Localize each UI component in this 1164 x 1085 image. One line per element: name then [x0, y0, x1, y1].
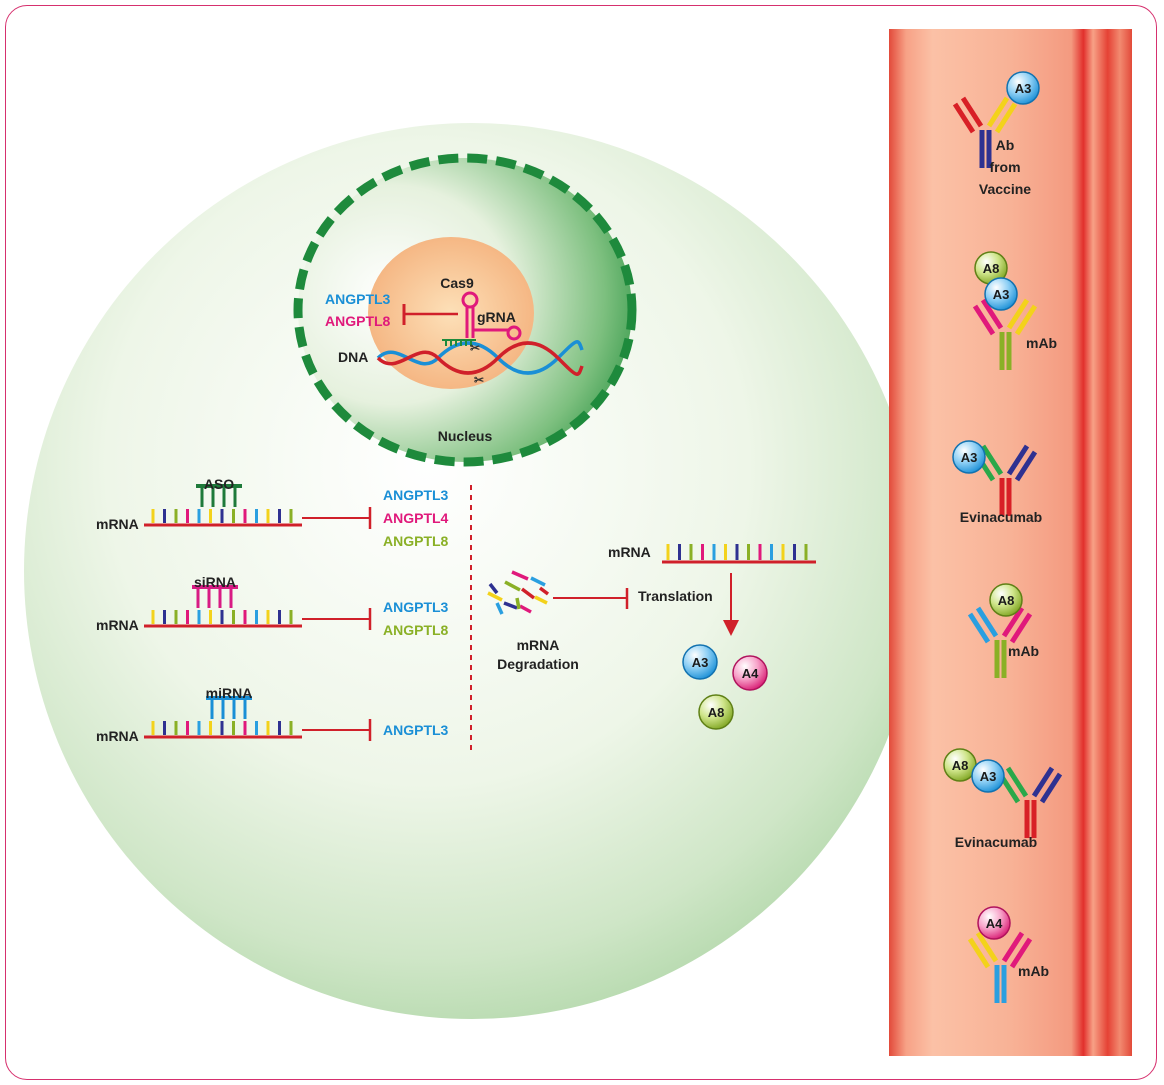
antigen-label: A8 [952, 758, 969, 773]
antibody-icon [972, 444, 1038, 516]
scissors-icon: ✂ [474, 373, 484, 387]
cas9-label: Cas9 [440, 275, 474, 291]
antibody-icon [967, 931, 1033, 1003]
antigen-ball [984, 277, 1018, 311]
antibody-group: A8 mAb [967, 583, 1039, 678]
translation-mrna-label: mRNA [608, 544, 651, 560]
mrna-label: mRNA [96, 617, 139, 633]
mrna-fragment [538, 586, 550, 596]
rna-agent-icon [192, 585, 238, 608]
figure-frame [5, 5, 1157, 1080]
mrna-fragment [534, 595, 548, 605]
mrna-fragment [515, 597, 521, 610]
rna-therapy-row: mRNA miRNA ANGPTL3 [96, 685, 449, 744]
antibody-label: Evinacumab [955, 834, 1037, 850]
antibody-label: Vaccine [979, 181, 1031, 197]
antibody-label: mAb [1026, 335, 1057, 351]
mrna-label: mRNA [96, 516, 139, 532]
antibody-icon [952, 96, 1018, 168]
antibody-label: from [989, 159, 1020, 175]
mrna-fragment [495, 602, 504, 615]
mrna-label: mRNA [96, 728, 139, 744]
protein-ball [682, 644, 718, 680]
antigen-ball [971, 759, 1005, 793]
antigen-label: A8 [998, 593, 1015, 608]
antigen-label: A4 [986, 916, 1003, 931]
gene-target-label: ANGPTL3 [383, 722, 449, 738]
nuclear-envelope [293, 153, 637, 467]
mrna-fragment [503, 601, 518, 610]
nucleus-label: Nucleus [438, 428, 493, 444]
grna-label: gRNA [477, 309, 516, 325]
mrna-fragments-icon [487, 570, 550, 615]
blood-vessel: A3AbfromVaccineA8A3mAbA3EvinacumabA8mAbA… [889, 29, 1132, 1056]
gene-target-label: ANGPTL4 [383, 510, 449, 526]
nucleus-target-2: ANGPTL8 [325, 313, 391, 329]
rna-therapies: mRNAASOANGPTL3ANGPTL4ANGPTL8mRNAsiRNAANG… [96, 476, 449, 744]
gene-target-label: ANGPTL8 [383, 533, 449, 549]
protein-ball [698, 694, 734, 730]
dna-label: DNA [338, 349, 368, 365]
mrna-fragment [488, 582, 499, 595]
antigen-ball [989, 583, 1023, 617]
nucleus-target-1: ANGPTL3 [325, 291, 391, 307]
antigen-ball [952, 440, 986, 474]
mrna-fragment [520, 587, 536, 600]
rna-agent-label: miRNA [206, 685, 253, 701]
protein-label: A3 [692, 655, 709, 670]
antibody-icon [967, 606, 1033, 678]
translation-mrna-strand [662, 544, 816, 564]
rna-agent-label: siRNA [194, 574, 236, 590]
antibody-icon [972, 298, 1038, 370]
rna-agent-label: ASO [204, 476, 234, 492]
grna-hairpin [461, 291, 522, 341]
rna-agent-icon [196, 484, 242, 507]
mrna-fragment [504, 580, 521, 592]
mrna-fragment [530, 576, 546, 587]
protein-label: A4 [742, 666, 759, 681]
mrna-fragment [519, 604, 532, 614]
arrow-head-icon [723, 620, 739, 636]
dna-helix: ✂ ✂ [376, 339, 584, 387]
degradation-label-1: mRNA [517, 637, 560, 653]
gene-target-label: ANGPTL8 [383, 622, 449, 638]
protein-label: A8 [708, 705, 725, 720]
nucleus: Nucleus Cas9 gRNA DNA ✂ ✂ ANGPTL3 [293, 153, 637, 467]
antibody-label: Evinacumab [960, 509, 1042, 525]
degradation-label-2: Degradation [497, 656, 579, 672]
vessel-wall [889, 29, 1132, 1056]
antibody-label: mAb [1008, 643, 1039, 659]
mrna-fragment [511, 570, 529, 581]
translation-label: Translation [638, 588, 713, 604]
antibody-group: A4 mAb [967, 906, 1049, 1003]
protein-ball [732, 655, 768, 691]
antigen-label: A3 [1015, 81, 1032, 96]
mrna-fragment [487, 591, 503, 602]
antigen-label: A3 [980, 769, 997, 784]
antibody-label: Ab [996, 137, 1015, 153]
antibody-label: mAb [1018, 963, 1049, 979]
scissors-icon: ✂ [470, 341, 480, 355]
antigen-label: A3 [961, 450, 978, 465]
rna-agent-icon [206, 696, 252, 719]
gene-target-label: ANGPTL3 [383, 599, 449, 615]
antigen-label: A3 [993, 287, 1010, 302]
antigen-ball [977, 906, 1011, 940]
gene-target-label: ANGPTL3 [383, 487, 449, 503]
cell-body [24, 123, 920, 1019]
antigen-ball [1006, 71, 1040, 105]
antigen-label: A8 [983, 261, 1000, 276]
